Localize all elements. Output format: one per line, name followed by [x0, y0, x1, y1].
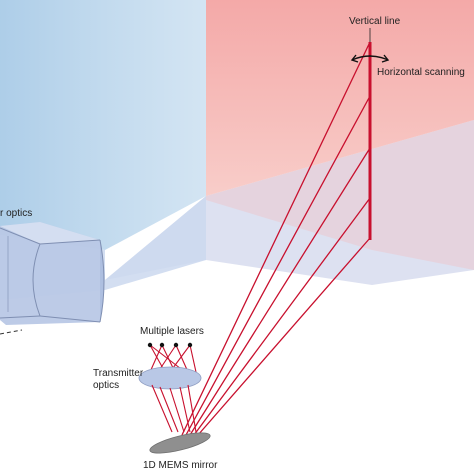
label-transmitter-line1: Transmitter — [93, 368, 144, 379]
mems-mirror — [149, 432, 211, 454]
transmitter-optics-lens — [138, 366, 202, 390]
laser-beams — [181, 41, 371, 436]
receiver-fov — [0, 0, 206, 250]
laser-emitter-3 — [173, 342, 179, 348]
label-horizontal-scanning: Horizontal scanning — [377, 67, 465, 78]
lens-to-mirror-beams — [151, 384, 197, 433]
label-multiple-lasers: Multiple lasers — [140, 326, 204, 337]
laser-emitter-1 — [147, 342, 153, 348]
scan-plane — [206, 0, 474, 196]
label-vertical-line: Vertical line — [349, 16, 401, 27]
laser-emitter-2 — [159, 342, 165, 348]
laser-emitter-4 — [187, 342, 193, 348]
optical-axis-dashed — [0, 329, 23, 335]
label-receiver-optics: r optics — [0, 208, 32, 219]
horizontal-scanning-arrow — [350, 54, 390, 63]
label-mems-mirror: 1D MEMS mirror — [143, 460, 218, 471]
receiver-optics-box — [0, 222, 105, 325]
label-transmitter-line2: optics — [93, 380, 119, 391]
